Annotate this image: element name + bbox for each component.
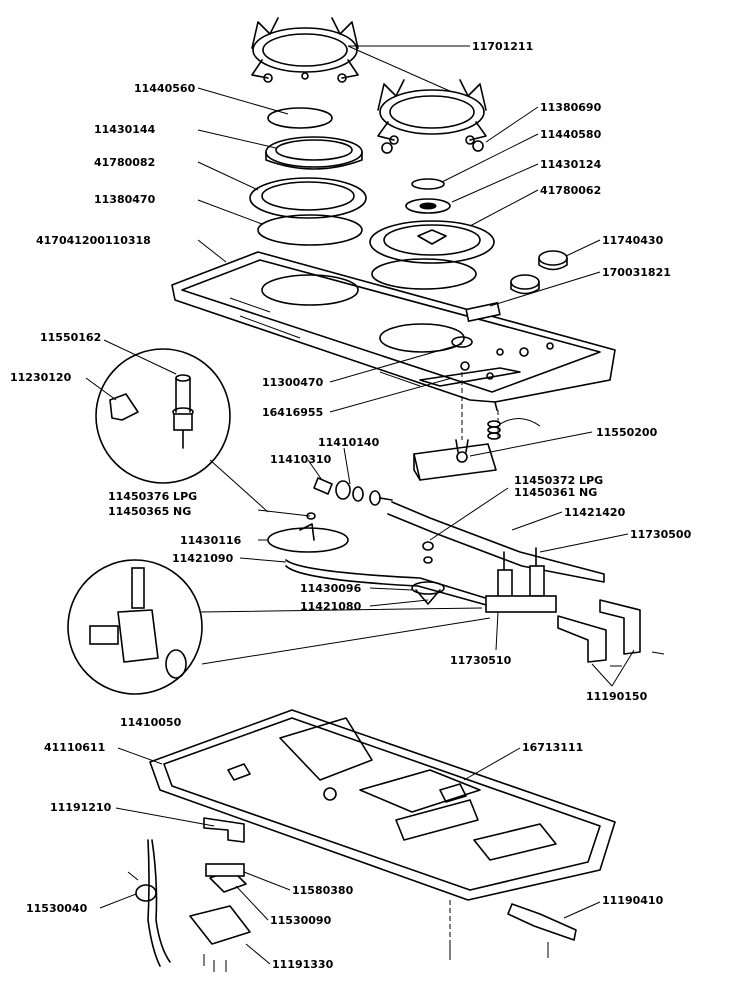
- label-11450361: 11450361 NG: [514, 486, 597, 499]
- burner-cap-small: [411, 178, 445, 190]
- label-11530040: 11530040: [26, 902, 88, 915]
- burner-grate-lower: [377, 79, 487, 145]
- gas-tube-main: [387, 501, 605, 583]
- label-11421090: 11421090: [172, 552, 234, 565]
- label-11430124: 11430124: [540, 158, 602, 171]
- label-41110611: 41110611: [44, 741, 105, 754]
- spring-washers: [487, 418, 541, 440]
- label-16713111: 16713111: [522, 741, 583, 754]
- spark-module: [413, 439, 497, 481]
- label-41780062: 41780062: [540, 184, 601, 197]
- label-11450376: 11450376 LPG: [108, 490, 197, 503]
- detail-valve-magnifier: [67, 559, 491, 695]
- label-417041200110318: 417041200110318: [36, 234, 151, 247]
- label-41780082: 41780082: [94, 156, 155, 169]
- control-knob-rear: [538, 250, 568, 271]
- spreader-ring-small: [369, 220, 495, 264]
- burner-head-small: [405, 198, 451, 214]
- label-170031821: 170031821: [602, 266, 671, 279]
- burner-cap-large: [267, 107, 333, 129]
- gasket-ring-small: [371, 258, 477, 290]
- glass-cooktop: [171, 251, 616, 411]
- leader-lines: [85, 45, 635, 965]
- orifice-fitting-left: [313, 477, 351, 500]
- burner-base-left: [267, 512, 349, 553]
- label-11440580: 11440580: [540, 128, 602, 141]
- control-knob-front: [510, 274, 540, 295]
- label-11530090: 11530090: [270, 914, 332, 927]
- label-11440560: 11440560: [134, 82, 196, 95]
- label-11421420: 11421420: [564, 506, 626, 519]
- label-11730510: 11730510: [450, 654, 512, 667]
- grate-foot-right: [472, 140, 484, 152]
- grate-foot-left: [381, 142, 393, 154]
- label-11410140: 11410140: [318, 436, 380, 449]
- strain-relief: [127, 839, 171, 967]
- label-11380690: 11380690: [540, 101, 602, 114]
- burner-base-center: [411, 556, 445, 605]
- label-11450365: 11450365 NG: [108, 505, 191, 518]
- gas-valve-pair: [485, 547, 557, 613]
- label-11701211: 11701211: [472, 40, 533, 53]
- label-11190410: 11190410: [602, 894, 664, 907]
- screw-right-2: [651, 651, 665, 655]
- label-11430144: 11430144: [94, 123, 156, 136]
- label-11191330: 11191330: [272, 958, 334, 971]
- label-11580380: 11580380: [292, 884, 354, 897]
- burner-grate-upper: [251, 17, 359, 83]
- gasket-ring-large: [257, 214, 363, 246]
- label-11550162: 11550162: [40, 331, 101, 344]
- label-11430116: 11430116: [180, 534, 242, 547]
- label-16416955: 16416955: [262, 406, 323, 419]
- bracket-left: [203, 817, 245, 843]
- bottom-pan: [149, 709, 616, 901]
- label-11730500: 11730500: [630, 528, 692, 541]
- label-11380470: 11380470: [94, 193, 156, 206]
- mounting-brackets-right: [557, 599, 641, 663]
- detail-igniter-magnifier: [95, 348, 269, 513]
- label-11430096: 11430096: [300, 582, 362, 595]
- orifice-center: [422, 541, 434, 551]
- screws-lower-left: [203, 954, 227, 972]
- gas-tube-left: [285, 559, 493, 607]
- cover-plate: [189, 905, 251, 945]
- label-11421080: 11421080: [300, 600, 362, 613]
- label-11550200: 11550200: [596, 426, 658, 439]
- label-11410050: 11410050: [120, 716, 182, 729]
- label-11450372: 11450372 LPG: [514, 474, 603, 487]
- burner-head-large: [265, 136, 363, 170]
- label-11740430: 11740430: [602, 234, 664, 247]
- label-11300470: 11300470: [262, 376, 324, 389]
- fitting-washers: [352, 486, 393, 506]
- terminal-block: [205, 863, 247, 893]
- label-11190150: 11190150: [586, 690, 648, 703]
- label-11410310: 11410310: [270, 453, 332, 466]
- label-11230120: 11230120: [10, 371, 72, 384]
- bracket-right-lower: [507, 903, 577, 941]
- spreader-ring-large: [249, 177, 367, 219]
- label-11191210: 11191210: [50, 801, 112, 814]
